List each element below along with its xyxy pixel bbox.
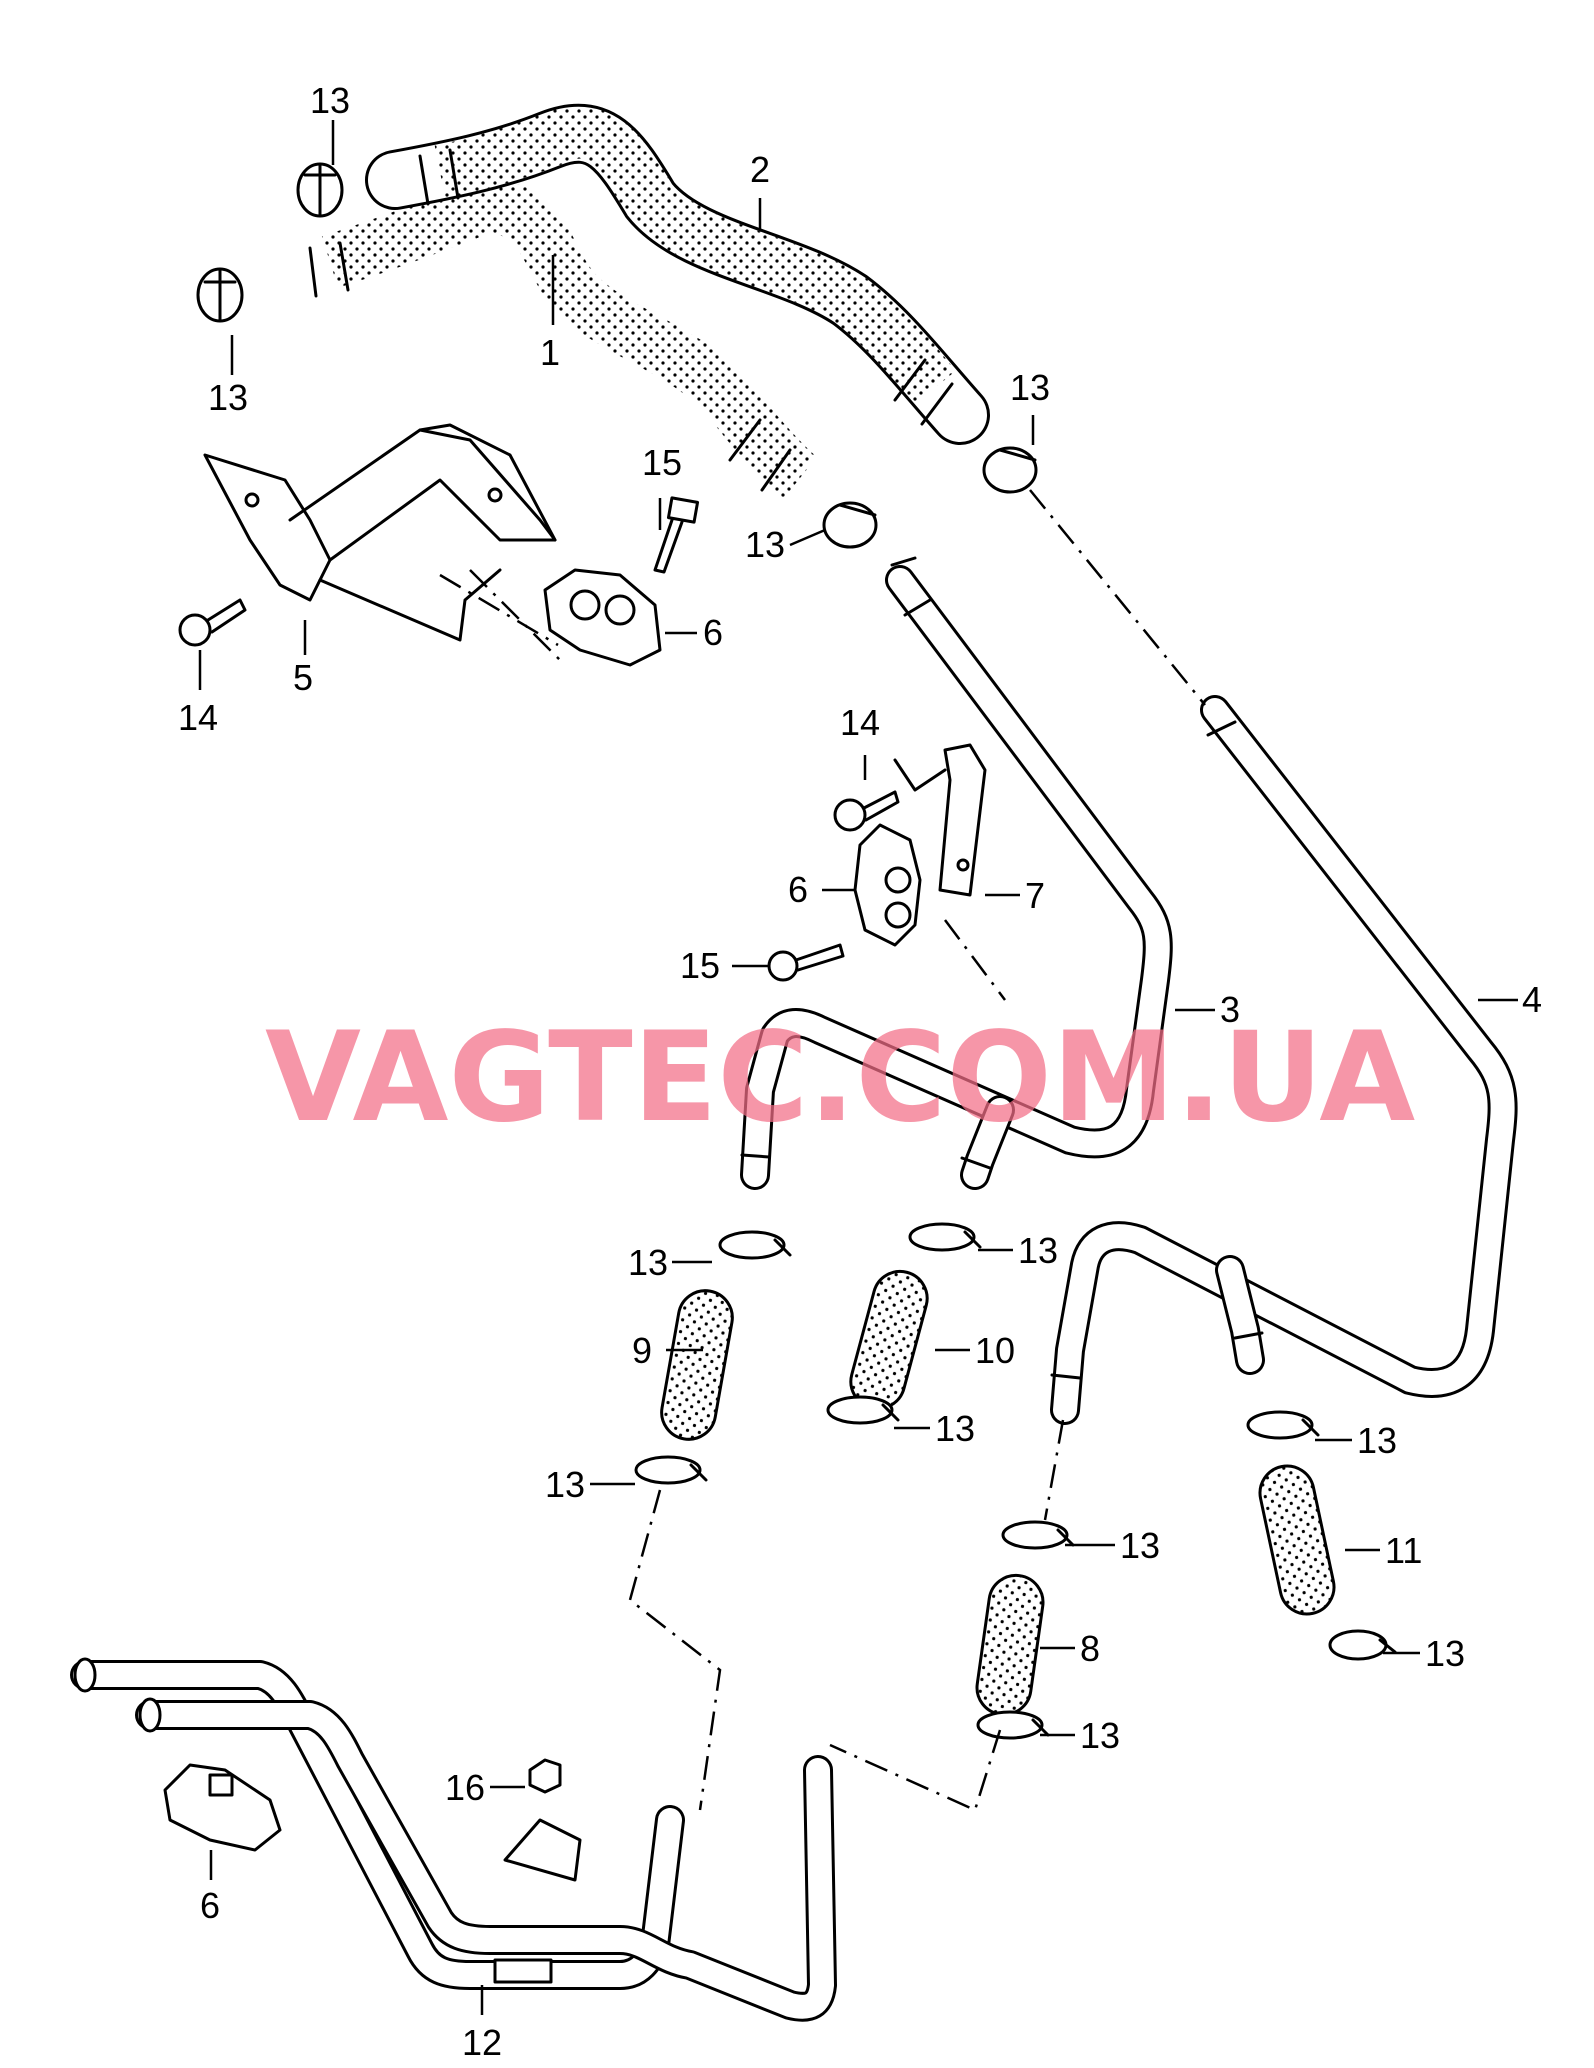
watermark: VAGTEC.COM.UA <box>265 1006 1415 1150</box>
hose-1 <box>258 180 847 517</box>
callout-10: 10 <box>975 1330 1015 1371</box>
leader-lines <box>198 120 1518 2015</box>
callout-13: 13 <box>1010 367 1050 408</box>
bolt-14 <box>178 598 247 647</box>
hose-clamp <box>982 446 1038 494</box>
callout-14: 14 <box>178 697 218 738</box>
pipe-holder-6 <box>163 1763 282 1852</box>
hose-clamp <box>634 1455 708 1485</box>
callout-13: 13 <box>310 80 350 121</box>
hose-clamp <box>822 501 878 549</box>
callout-6: 6 <box>788 869 808 910</box>
pipe-4 <box>1050 695 1518 1425</box>
pipe-3 <box>740 556 1173 1190</box>
hose-9 <box>660 1289 734 1441</box>
callout-7: 7 <box>1025 875 1045 916</box>
callout-12: 12 <box>462 2022 502 2063</box>
callout-6: 6 <box>703 612 723 653</box>
callout-16: 16 <box>445 1767 485 1808</box>
callout-14: 14 <box>840 702 880 743</box>
hose-clamp <box>908 1222 982 1252</box>
callout-9: 9 <box>632 1330 652 1371</box>
callout-8: 8 <box>1080 1628 1100 1669</box>
callout-13: 13 <box>1018 1230 1058 1271</box>
callout-labels: 13 13 1 2 13 13 15 6 5 14 14 6 7 15 3 4 … <box>178 80 1542 2063</box>
callout-13: 13 <box>1080 1715 1120 1756</box>
callout-6: 6 <box>200 1885 220 1926</box>
callout-3: 3 <box>1220 989 1240 1030</box>
hose-11 <box>1258 1464 1336 1616</box>
callout-13: 13 <box>935 1408 975 1449</box>
callout-15: 15 <box>642 442 682 483</box>
bracket-5 <box>203 423 557 642</box>
pipe-holder-6 <box>543 568 662 667</box>
callout-13: 13 <box>745 524 785 565</box>
pipe-holder-6 <box>853 823 922 947</box>
callout-5: 5 <box>293 657 313 698</box>
bolt-15 <box>653 496 700 574</box>
callout-2: 2 <box>750 149 770 190</box>
callout-1: 1 <box>540 332 560 373</box>
pipe-12 <box>70 1657 837 2022</box>
mounting-bracket-7 <box>893 743 987 897</box>
hose-clamp <box>296 162 344 218</box>
callout-15: 15 <box>680 945 720 986</box>
hose-10 <box>849 1269 929 1411</box>
callout-4: 4 <box>1522 979 1542 1020</box>
hose-clamp <box>718 1230 792 1260</box>
bolt-14 <box>833 790 900 832</box>
callout-13: 13 <box>1357 1420 1397 1461</box>
hose-8 <box>975 1573 1045 1717</box>
bolt-15 <box>767 943 845 982</box>
hose-clamp <box>1001 1520 1075 1550</box>
hose-clamp <box>826 1395 900 1425</box>
callout-13: 13 <box>208 377 248 418</box>
hose-clamp <box>1328 1629 1397 1661</box>
callout-13: 13 <box>1425 1633 1465 1674</box>
hose-clamp <box>196 267 244 323</box>
callout-11: 11 <box>1385 1530 1422 1571</box>
hose-clamp <box>976 1710 1050 1740</box>
hose-clamps <box>196 162 1397 1740</box>
hose-clamp <box>1246 1410 1320 1440</box>
callout-13: 13 <box>545 1464 585 1505</box>
assembly-lines <box>439 489 1206 1812</box>
callout-13: 13 <box>1120 1525 1160 1566</box>
hose-2 <box>365 103 990 445</box>
nut-16 <box>503 1758 582 1882</box>
callout-13: 13 <box>628 1242 668 1283</box>
